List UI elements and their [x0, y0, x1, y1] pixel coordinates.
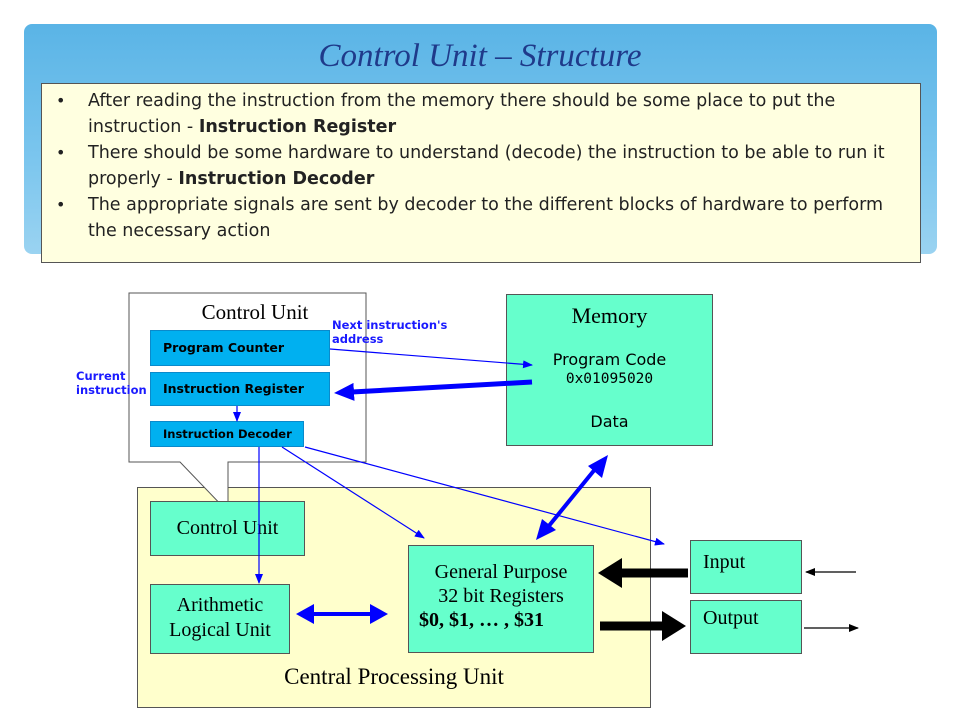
- instruction-decoder-block: Instruction Decoder: [150, 421, 304, 447]
- next-instruction-line1: Next instruction's: [332, 318, 448, 332]
- current-line1: Current: [76, 369, 126, 383]
- gpr-line3: $0, $1, … , $31: [419, 609, 544, 631]
- callout-title: Control Unit: [201, 300, 309, 324]
- memory-title: Memory: [571, 303, 648, 328]
- memory-gpr-arrowhead-down: [536, 519, 556, 540]
- bullet-item: There should be some hardware to underst…: [42, 140, 920, 192]
- next-instruction-label: Next instruction's address: [332, 318, 447, 346]
- alu-gpr-arrowhead-left: [296, 604, 314, 624]
- bullet-text: There should be some hardware to underst…: [88, 143, 885, 189]
- instruction-register-block: Instruction Register: [150, 372, 330, 406]
- memory-address: 0x01095020: [565, 371, 654, 387]
- input-to-gpr-arrowhead: [598, 558, 622, 588]
- bullet-item: After reading the instruction from the m…: [42, 88, 920, 140]
- cpu-label: Central Processing Unit: [284, 664, 504, 689]
- current-line2: instruction: [76, 383, 147, 397]
- slide-title: Control Unit – Structure: [318, 38, 642, 74]
- bullet-text: After reading the instruction from the m…: [88, 91, 836, 137]
- gpr-to-output-arrowhead: [662, 611, 686, 641]
- alu-gpr-arrowhead-right: [370, 604, 388, 624]
- program-code-label: Program Code: [552, 350, 667, 369]
- alu-line2: Logical Unit: [169, 619, 271, 641]
- next-instruction-line2: address: [332, 332, 384, 346]
- alu-block: Arithmetic Logical Unit: [150, 584, 290, 654]
- decoder-to-input-arrow: [304, 446, 665, 546]
- memory-gpr-arrow: [546, 466, 598, 529]
- gpr-line1: General Purpose: [434, 561, 568, 583]
- gpr-line2: 32 bit Registers: [438, 585, 564, 607]
- gpr-block: General Purpose 32 bit Registers $0, $1,…: [408, 545, 594, 653]
- input-block: Input: [690, 540, 802, 594]
- alu-line1: Arithmetic: [176, 594, 264, 616]
- cpu-control-unit-block: Control Unit: [150, 501, 305, 556]
- memory-gpr-arrowhead-up: [588, 455, 608, 478]
- output-block: Output: [690, 600, 802, 654]
- bullet-bold: Instruction Decoder: [178, 169, 375, 189]
- bullet-text: The appropriate signals are sent by deco…: [88, 195, 884, 241]
- program-counter-block: Program Counter: [150, 330, 330, 366]
- bullet-item: The appropriate signals are sent by deco…: [42, 192, 920, 244]
- memory-to-ir-arrow: [334, 379, 533, 401]
- bullet-box: After reading the instruction from the m…: [41, 83, 921, 263]
- memory-block: [506, 294, 713, 446]
- pc-to-memory-arrow: [329, 348, 533, 369]
- current-instruction-label: Current instruction: [76, 369, 147, 397]
- data-label: Data: [590, 412, 629, 431]
- bullet-bold: Instruction Register: [198, 117, 397, 137]
- decoder-to-gpr-arrow: [281, 446, 425, 539]
